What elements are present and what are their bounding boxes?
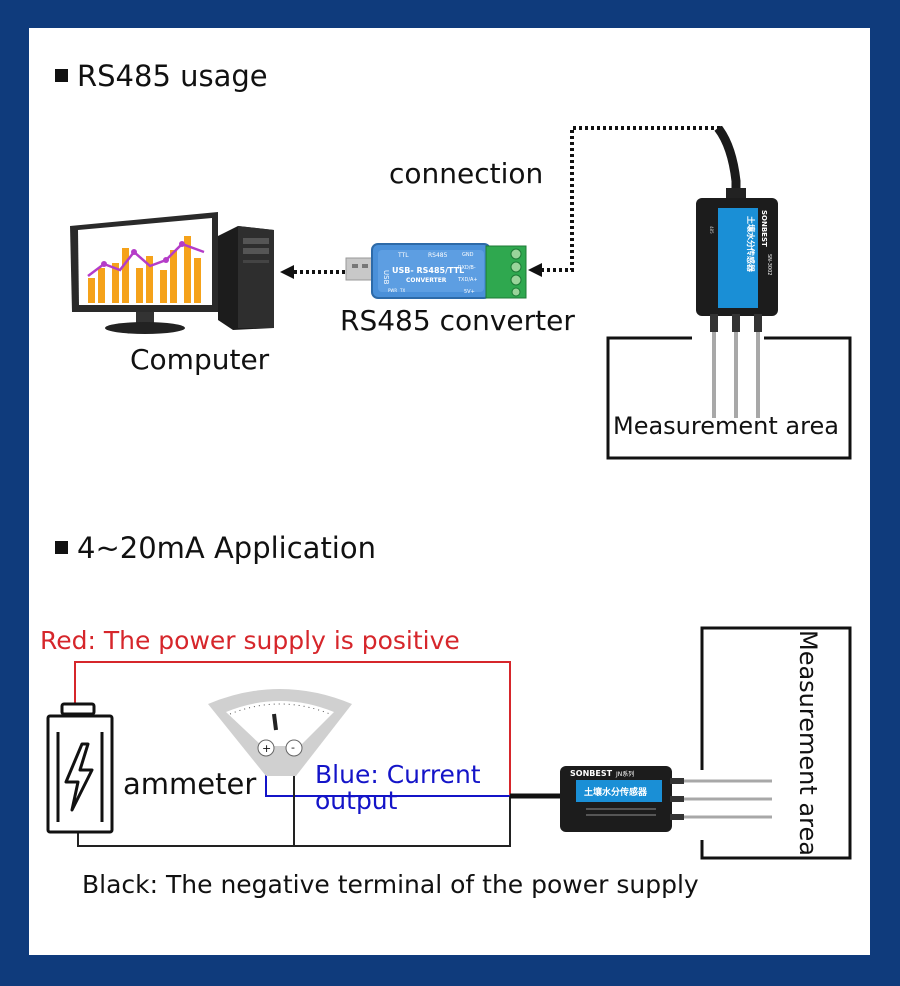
computer-label: Computer xyxy=(130,343,270,376)
converter-usb-text: USB xyxy=(382,270,390,285)
measurement-area-box-1 xyxy=(606,336,852,460)
battery-icon xyxy=(46,702,114,834)
meter-plus-text: + xyxy=(262,742,271,755)
section-heading-rs485: RS485 usage xyxy=(55,62,268,91)
lightning-icon xyxy=(64,742,94,812)
measurement-area-label-1: Measurement area xyxy=(613,412,839,440)
sensor-model-text: SN-3002 xyxy=(766,254,772,275)
sensor2-name-text: 土壤水分传感器 xyxy=(584,786,648,798)
measurement-area-box-2 xyxy=(700,626,852,860)
measurement-area-label-2: Measurement area xyxy=(794,630,822,856)
sensor2-series-text: JN系列 xyxy=(615,770,634,778)
section-heading-420ma: 4~20mA Application xyxy=(55,534,376,563)
bullet-square xyxy=(55,541,68,554)
converter-pin-1: RXD/B- xyxy=(458,265,476,271)
blue-wire-label: Blue: Current output xyxy=(315,760,481,816)
converter-main-text: USB- RS485/TTL xyxy=(392,266,464,275)
computer-icon xyxy=(70,212,274,334)
ammeter-icon: + - xyxy=(208,689,352,776)
arrow-into-computer xyxy=(280,265,294,279)
converter-ttl-text: TTL xyxy=(397,252,409,259)
converter-pin-2: TXD/A+ xyxy=(457,277,478,283)
bullet-square xyxy=(55,69,68,82)
sensor-brand-text: SONBEST xyxy=(760,210,768,247)
meter-minus-text: - xyxy=(291,741,295,754)
converter-rs485-text: RS485 xyxy=(428,252,448,259)
converter-led-0: PWR xyxy=(388,288,397,293)
arrow-into-converter xyxy=(528,263,542,277)
sensor2-brand-text: SONBEST xyxy=(570,769,613,778)
soil-sensor-icon: 土壤水分传感器 SONBEST SN-3002 485 xyxy=(696,126,778,418)
converter-led-1: TX xyxy=(399,288,405,293)
soil-sensor-horizontal-icon: SONBEST JN系列 土壤水分传感器 xyxy=(560,766,772,832)
converter-label: RS485 converter xyxy=(340,304,575,337)
converter-sub-text: CONVERTER xyxy=(406,277,447,284)
connection-label: connection xyxy=(389,157,544,190)
converter-pin-0: GND xyxy=(462,252,474,258)
converter-pin-3: 5V+ xyxy=(464,289,475,295)
ammeter-label: ammeter xyxy=(123,767,257,801)
red-wire xyxy=(74,661,511,796)
dotted-connection-sensor xyxy=(540,126,720,272)
svg-text:485: 485 xyxy=(709,226,714,234)
black-wire-label: Black: The negative terminal of the powe… xyxy=(82,870,699,899)
red-wire-label: Red: The power supply is positive xyxy=(40,626,460,655)
usb-rs485-converter: TTL RS485 USB USB- RS485/TTL CONVERTER G… xyxy=(345,243,527,299)
sensor-name-text: 土壤水分传感器 xyxy=(746,216,756,273)
